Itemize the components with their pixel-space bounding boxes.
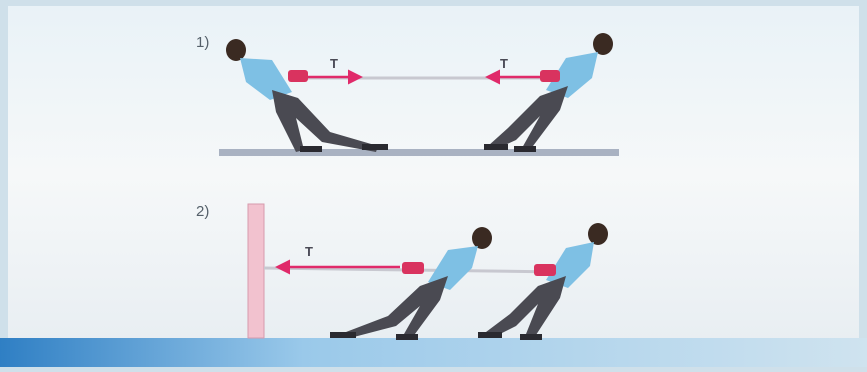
shoe — [520, 334, 542, 340]
shoe — [514, 146, 536, 152]
hands — [534, 264, 556, 276]
hands — [288, 70, 308, 82]
shoe — [300, 146, 322, 152]
bottom-band — [0, 338, 867, 367]
head — [472, 227, 492, 249]
head — [226, 39, 246, 61]
force-label-right-1: T — [500, 56, 508, 71]
shoe — [330, 332, 356, 338]
shoe — [484, 144, 508, 150]
wall — [248, 204, 264, 338]
head — [588, 223, 608, 245]
ground-1 — [219, 149, 619, 156]
head — [593, 33, 613, 55]
shoe — [478, 332, 502, 338]
shoe — [362, 144, 388, 150]
scenario-1-label: 1) — [196, 34, 209, 51]
force-label-left-1: T — [330, 56, 338, 71]
scenario-2-label: 2) — [196, 203, 209, 220]
hands — [540, 70, 560, 82]
shoe — [396, 334, 418, 340]
force-label-2: T — [305, 244, 313, 259]
hands — [402, 262, 424, 274]
